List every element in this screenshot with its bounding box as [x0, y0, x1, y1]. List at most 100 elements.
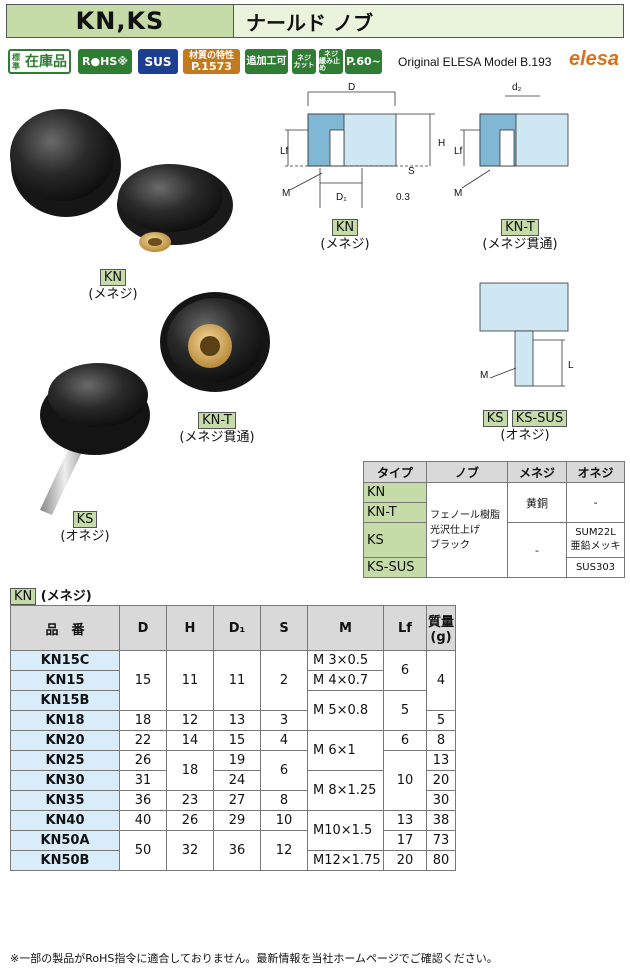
part-number: KN30 [10, 770, 120, 791]
cell-D1: 15 [213, 730, 261, 751]
cell-D: 26 [119, 750, 167, 771]
spec-type-kn: KN [363, 482, 427, 503]
col-part-number: 品 番 [10, 605, 120, 651]
cell-Lf: 6 [383, 650, 427, 691]
material-badge: 材質の特性 P.1573 [183, 49, 240, 74]
spec-header-male: オネジ [566, 461, 625, 483]
spec-type-kssus: KS-SUS [363, 557, 427, 578]
neji-lock-bottom: 緩み止め [319, 57, 340, 72]
cell-Lf: 6 [383, 730, 427, 751]
cell-mass: 38 [426, 810, 456, 831]
brand-logo: elesa [569, 48, 620, 70]
cell-D: 31 [119, 770, 167, 791]
stock-small-label: 標準 [12, 52, 20, 71]
dim-L: L [568, 360, 574, 371]
drawing-kn-sub: (メネジ) [320, 237, 370, 252]
spec-header-type: タイプ [363, 461, 427, 483]
cell-H: 23 [166, 790, 214, 811]
dim-d2: d₂ [512, 82, 522, 93]
spec-male-ks: SUM22L 亜鉛メッキ [566, 522, 625, 558]
col-mass: 質量 (g) [426, 605, 456, 651]
sus-badge: SUS [138, 49, 178, 74]
dim-t: 0.3 [396, 192, 410, 203]
kn-knob-top-photo [10, 109, 121, 217]
cell-S: 3 [260, 710, 308, 731]
cell-mass: 80 [426, 850, 456, 871]
cell-mass: 13 [426, 750, 456, 771]
cell-D1: 29 [213, 810, 261, 831]
cell-D1: 13 [213, 710, 261, 731]
male-ks-2: 亜鉛メッキ [570, 541, 621, 552]
photo-knt-sub: (メネジ貫通) [179, 430, 255, 445]
cell-Lf: 5 [383, 690, 427, 731]
cell-M: M 4×0.7 [307, 670, 384, 691]
table-row: KN35 36 23 27 8 30 [10, 790, 456, 811]
col-S: S [260, 605, 308, 651]
knob-material-1: フェノール樹脂 [430, 509, 500, 521]
table-row: KN30 31 24 M 8×1.25 20 [10, 770, 456, 811]
cell-D1: 11 [213, 650, 261, 711]
kn-drawing [285, 91, 435, 208]
part-number: KN15 [10, 670, 120, 691]
neji-lock-top: ネジ [324, 50, 338, 58]
page-badge: P.60~ [345, 49, 382, 74]
cell-H: 12 [166, 710, 214, 731]
cell-S: 10 [260, 810, 308, 831]
dim-D: D [348, 82, 355, 93]
ks-drawing [479, 282, 569, 387]
rohs-badge: R●HS※ [78, 49, 132, 74]
additional-badge: 追加工可 [245, 49, 288, 74]
drawing-kssus-tag: KS-SUS [511, 410, 568, 427]
dim-S: S [408, 166, 415, 177]
col-D: D [119, 605, 167, 651]
knob-material-3: ブラック [430, 539, 470, 551]
cell-S: 12 [260, 830, 308, 871]
cell-S: 6 [260, 750, 308, 791]
part-number: KN18 [10, 710, 120, 731]
cell-M: M 5×0.8 [307, 690, 384, 731]
photo-knt-tag: KN-T [198, 412, 236, 429]
cell-S: 8 [260, 790, 308, 811]
cell-S: 2 [260, 650, 308, 711]
table-row: KN40 40 26 29 10 M10×1.5 13 38 [10, 810, 456, 851]
drawing-ks-tag: KS [482, 410, 508, 427]
stock-label: 在庫品 [25, 53, 67, 70]
cell-mass: 8 [426, 730, 456, 751]
cell-H: 11 [166, 650, 214, 711]
dim-M-s: M [480, 370, 488, 381]
cell-mass: 20 [426, 770, 456, 791]
table-row: KN50A 50 32 36 12 17 73 [10, 830, 456, 871]
spec-male-kssus: SUS303 [566, 557, 625, 578]
cell-H: 18 [166, 750, 214, 791]
cell-H: 26 [166, 810, 214, 831]
drawing-kn-caption: KN (メネジ) [315, 219, 375, 253]
male-ks-1: SUM22L [575, 527, 616, 538]
cell-D: 18 [119, 710, 167, 731]
neji-cut-top: ネジ [297, 53, 311, 62]
spec-male-dash: - [566, 482, 625, 523]
dim-H: H [438, 138, 445, 149]
part-number: KN15C [10, 650, 120, 671]
kn-section-title: KN (メネジ) [10, 585, 92, 605]
dim-Lf-t: Lf [454, 146, 463, 157]
spec-knob-material: フェノール樹脂 光沢仕上げ ブラック [426, 482, 508, 578]
drawing-knt-tag: KN-T [501, 219, 539, 236]
spec-header-knob: ノブ [426, 461, 508, 483]
cell-H: 14 [166, 730, 214, 751]
photo-knt-caption: KN-T (メネジ貫通) [172, 412, 262, 446]
spec-type-ks: KS [363, 522, 427, 558]
table-row: KN15 M 4×0.7 [10, 670, 456, 691]
cell-D1: 27 [213, 790, 261, 811]
knob-material-2: 光沢仕上げ [430, 524, 480, 536]
cell-Lf: 10 [383, 750, 427, 811]
drawing-knt-sub: (メネジ貫通) [482, 237, 558, 252]
cell-Lf: 13 [383, 810, 427, 831]
neji-cut-badge: ネジ カット [292, 49, 316, 74]
cell-mass: 5 [426, 710, 456, 731]
product-photos [10, 109, 270, 515]
photo-ks-sub: (オネジ) [60, 529, 110, 544]
neji-cut-bottom: カット [293, 60, 315, 69]
cell-M: M 8×1.25 [307, 770, 384, 811]
stock-badge: 標準 在庫品 [8, 49, 71, 74]
cell-M: M 3×0.5 [307, 650, 384, 671]
